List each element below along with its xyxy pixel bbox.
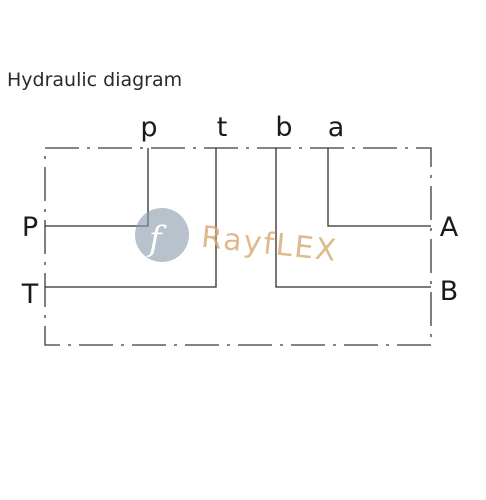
port-label-a: a <box>328 112 345 143</box>
port-label-b: b <box>275 112 292 143</box>
port-label-p: p <box>140 112 157 143</box>
diagram-title: Hydraulic diagram <box>7 69 182 91</box>
port-label-T: T <box>21 279 39 310</box>
watermark-logo: f <box>135 208 189 262</box>
port-label-t: t <box>217 112 228 143</box>
watermark-text: RayfLEX <box>200 220 340 269</box>
flow-path-a-to-A <box>327 148 431 227</box>
valve-body-boundary <box>44 147 432 346</box>
port-label-P: P <box>22 212 38 243</box>
flow-path-b-to-B <box>275 148 431 288</box>
flow-path-t-to-T <box>45 148 217 288</box>
port-label-B: B <box>440 276 459 307</box>
port-label-A: A <box>440 212 459 243</box>
flow-path-p-to-P <box>45 148 149 227</box>
logo-circle-icon <box>135 208 189 262</box>
